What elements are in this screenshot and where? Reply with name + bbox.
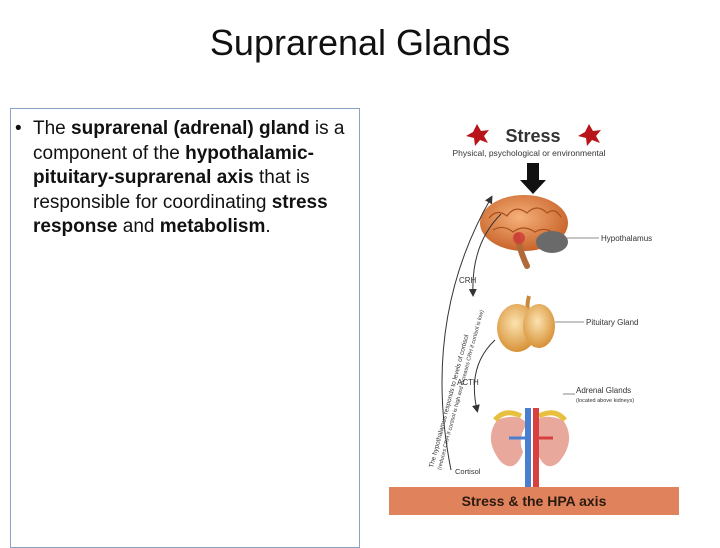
label-hypothalamus: Hypothalamus — [601, 234, 652, 243]
label-crh: CRH — [459, 276, 477, 285]
bullet-bold-3: stress response — [33, 191, 328, 238]
label-adrenal: Adrenal Glands — [576, 386, 631, 395]
bullet-text-1: The — [33, 118, 72, 139]
label-adrenal-note: (located above kidneys) — [576, 398, 634, 404]
bullet-text-2: is a component of the — [33, 118, 345, 164]
brain-illustration — [480, 195, 568, 269]
bullet-paragraph: • The suprarenal (adrenal) gland is a com… — [15, 117, 353, 240]
star-left-icon — [466, 124, 489, 146]
text-box: • The suprarenal (adrenal) gland is a com… — [10, 108, 360, 548]
bullet-bold-4: metabolism — [159, 216, 266, 237]
bullet-text-5: . — [265, 216, 271, 237]
bullet-dot: • — [15, 118, 22, 139]
label-feedback-2: (reduces CRH if cortisol is high and inc… — [437, 309, 486, 470]
down-arrow-icon — [520, 163, 546, 194]
kidney-illustration — [490, 408, 570, 488]
hpa-diagram: Stress Physical, psychological or enviro… — [428, 124, 652, 488]
bullet-bold-2: hypothalamic-pituitary-suprarenal axis — [33, 142, 314, 189]
stress-title: Stress — [505, 126, 560, 146]
hpa-axis-figure: Stress Physical, psychological or enviro… — [389, 118, 679, 515]
bullet-text-4: and — [117, 216, 160, 237]
stress-banner: Stress Physical, psychological or enviro… — [452, 124, 606, 158]
label-feedback-1: The hypothalamus responds to levels of c… — [428, 334, 470, 469]
stress-subtitle: Physical, psychological or environmental — [452, 148, 605, 158]
feedback-caption: The hypothalamus responds to levels of c… — [428, 309, 486, 470]
bullet-bold-1: suprarenal (adrenal) gland — [71, 118, 310, 139]
bullet-text-3: that is responsible for coordinating — [33, 167, 310, 213]
star-right-icon — [578, 124, 601, 146]
label-acth: ACTH — [457, 378, 479, 387]
label-cortisol: Cortisol — [455, 467, 481, 476]
figure-footer: Stress & the HPA axis — [389, 487, 679, 515]
slide-title: Suprarenal Glands — [209, 22, 511, 63]
pituitary-illustration — [497, 295, 555, 352]
label-pituitary: Pituitary Gland — [586, 318, 638, 327]
figure-footer-text: Stress & the HPA axis — [461, 493, 607, 509]
